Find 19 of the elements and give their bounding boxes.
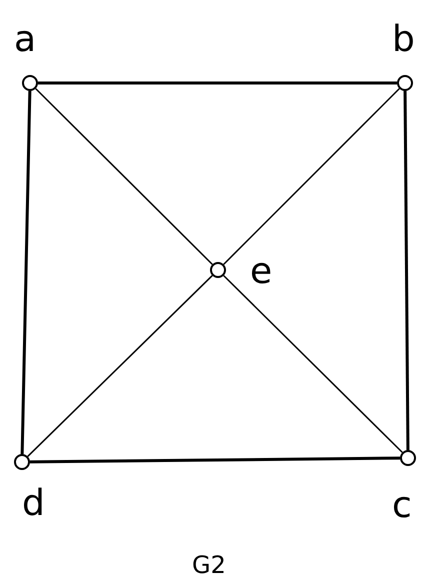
edge-line (27, 275, 213, 457)
vertex-circle (22, 75, 38, 91)
edge-line (35, 88, 213, 265)
vertex-circle (400, 450, 416, 466)
vertex-circle (14, 454, 30, 470)
edge-line (223, 275, 403, 453)
edge-line (223, 88, 400, 265)
edge-line (404, 90, 410, 450)
edge-line (38, 82, 397, 84)
edge-line (20, 90, 32, 454)
caption: G2 (192, 552, 226, 578)
vertex-label: c (392, 488, 412, 524)
vertex-circle (397, 75, 413, 91)
vertex-label: e (250, 254, 272, 290)
vertex-label: a (14, 22, 36, 58)
vertex-label: b (392, 22, 415, 58)
vertex-label: d (22, 486, 45, 522)
vertex-circle (210, 262, 226, 278)
edge-line (30, 456, 400, 464)
